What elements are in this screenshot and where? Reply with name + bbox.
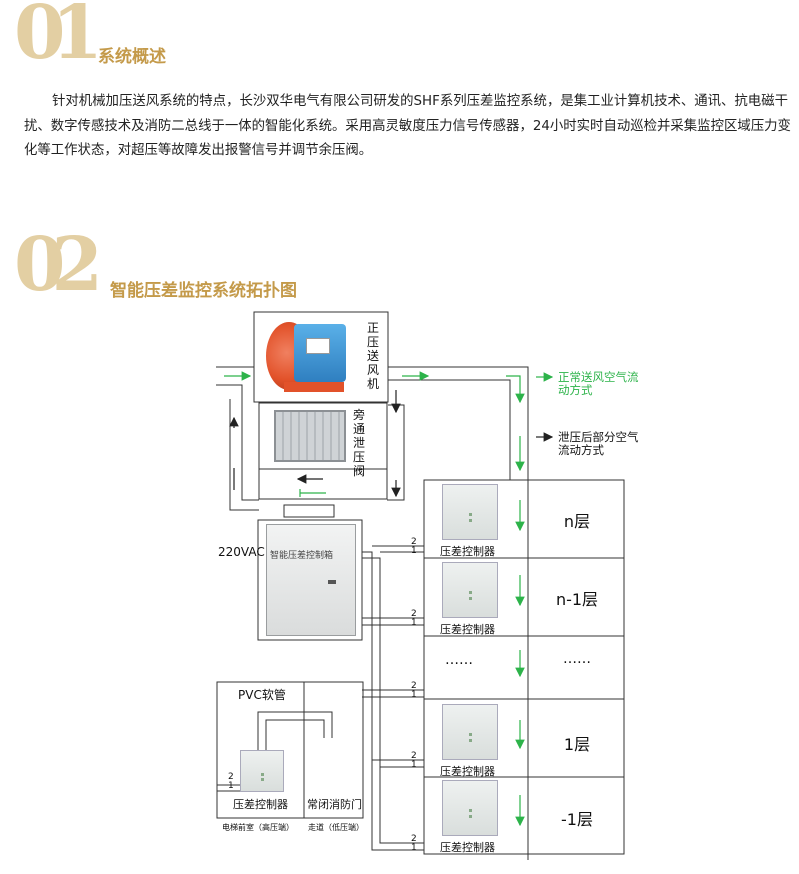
fire-door-label: 常闭消防门 [307, 798, 362, 811]
controller-ellipsis: …… [445, 652, 473, 668]
controller-label-3: 压差控制器 [440, 765, 495, 778]
pin-label: 2 [411, 751, 417, 761]
relief-valve-image [274, 410, 346, 462]
lobby-controller-label: 压差控制器 [233, 798, 288, 811]
bus-wire-2 [362, 557, 424, 844]
axial-fan-image [264, 316, 358, 396]
cabinet-connector [283, 504, 335, 518]
cabinet-lock-icon [328, 580, 336, 584]
valve-label: 旁通泄压阀 [352, 408, 365, 478]
elevator-lobby-label: 电梯前室（高压端） [222, 823, 294, 832]
floor-label-1: 1层 [563, 735, 591, 754]
pvc-hose [257, 711, 333, 752]
controller-label-1: 压差控制器 [440, 545, 495, 558]
controller-label-4: 压差控制器 [440, 841, 495, 854]
corridor-label: 走道（低压端） [308, 823, 364, 832]
pvc-hose-label: PVC软管 [238, 688, 286, 702]
duct-junction [258, 468, 388, 500]
relief-duct [229, 399, 259, 511]
lobby-room [216, 681, 364, 819]
section-number-02: 02 [14, 222, 103, 308]
intake-duct-lower [216, 384, 259, 501]
legend-relief-flow: 泄压后部分空气流动方式 [558, 430, 639, 457]
floor-label-minus-1: -1层 [561, 810, 593, 829]
pin-label: 1 [228, 781, 234, 791]
floor-grid [423, 479, 625, 855]
legend-normal-flow: 正常送风空气流动方式 [558, 370, 639, 397]
pin-label: 2 [411, 609, 417, 619]
pin-label: 2 [228, 772, 234, 782]
pin-label: 1 [411, 546, 417, 556]
overview-paragraph: 针对机械加压送风系统的特点，长沙双华电气有限公司研发的SHF系列压差监控系统，是… [24, 90, 794, 164]
fan-label: 正压送风机 [366, 321, 379, 391]
pin-label: 1 [411, 690, 417, 700]
lobby-controller-image [240, 750, 284, 792]
section-title-topology: 智能压差监控系统拓扑图 [110, 281, 297, 301]
controller-image-1 [442, 484, 498, 540]
floor-label-ellipsis: …… [563, 651, 591, 667]
shaft-inner [388, 379, 511, 480]
section-number-01: 01 [14, 0, 103, 76]
pin-label: 1 [411, 843, 417, 853]
controller-image-4 [442, 780, 498, 836]
pin-label: 2 [411, 681, 417, 691]
control-cabinet [266, 524, 356, 636]
pin-label: 1 [411, 618, 417, 628]
controller-label-2: 压差控制器 [440, 623, 495, 636]
bus-wire-1 [362, 551, 424, 851]
pin-label: 1 [411, 760, 417, 770]
controller-image-2 [442, 562, 498, 618]
pin-label: 2 [411, 537, 417, 547]
floor-label-n: n层 [563, 512, 591, 531]
pin-label: 2 [411, 834, 417, 844]
cabinet-label: 智能压差控制箱 [270, 551, 334, 561]
fan-housing [253, 311, 389, 403]
cabinet-frame [257, 519, 363, 641]
voltage-label: 220VAC [218, 545, 265, 559]
section-title-overview: 系统概述 [98, 47, 166, 67]
controller-image-3 [442, 704, 498, 760]
overview-text: 针对机械加压送风系统的特点，长沙双华电气有限公司研发的SHF系列压差监控系统，是… [24, 94, 791, 158]
floor-label-n-1: n-1层 [555, 590, 599, 609]
